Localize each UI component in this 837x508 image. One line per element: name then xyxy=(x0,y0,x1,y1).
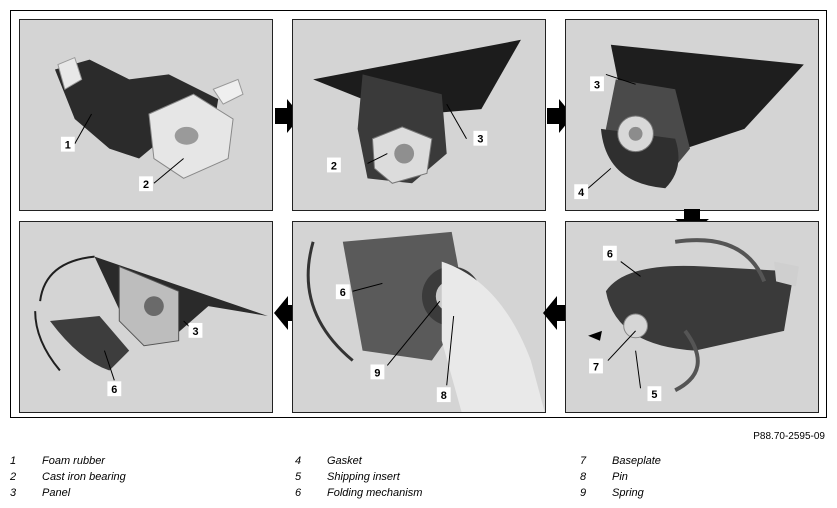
legend-label: Cast iron bearing xyxy=(42,471,126,483)
mirror-panel-with-bearing-illustration: 2 3 xyxy=(313,39,521,184)
legend-number: 2 xyxy=(10,471,17,483)
parts-legend: 1 Foam rubber 2 Cast iron bearing 3 Pane… xyxy=(10,455,827,505)
callout-label: 6 xyxy=(111,384,117,396)
callout-label: 8 xyxy=(441,390,447,402)
legend-label: Shipping insert xyxy=(327,471,400,483)
legend-label: Folding mechanism xyxy=(327,487,423,499)
legend-label: Gasket xyxy=(327,455,362,467)
callout-label: 6 xyxy=(607,249,613,261)
legend-label: Baseplate xyxy=(612,455,661,467)
callout-label: 4 xyxy=(578,187,584,199)
mirror-panel-with-gasket-illustration: 3 4 xyxy=(574,44,804,199)
legend-label: Foam rubber xyxy=(42,455,105,467)
legend-number: 3 xyxy=(10,487,17,499)
figure-frame: 1 2 2 3 xyxy=(10,10,827,418)
callout-label: 6 xyxy=(340,287,346,299)
photo-panel-3: 3 4 xyxy=(565,19,819,211)
callout-label: 3 xyxy=(594,79,600,91)
photo-panel-6: 6 7 5 xyxy=(565,221,819,413)
arrow-left-icon xyxy=(274,296,300,330)
photo-panel-2: 2 3 xyxy=(292,19,546,211)
legend-label: Pin xyxy=(612,471,628,483)
legend-number: 1 xyxy=(10,455,17,467)
arrow-left-icon xyxy=(543,296,569,330)
photo-panel-4: 3 6 xyxy=(19,221,273,413)
callout-label: 1 xyxy=(65,140,71,152)
callout-label: 3 xyxy=(192,326,198,338)
callout-label: 2 xyxy=(331,160,337,172)
baseplate-and-shipping-insert-illustration: 6 7 5 xyxy=(588,238,799,401)
legend-label: Spring xyxy=(612,487,644,499)
callout-label: 7 xyxy=(593,361,599,373)
legend-number: 9 xyxy=(580,487,587,499)
folding-mechanism-installed-illustration: 3 6 xyxy=(34,255,268,396)
spring-and-pin-illustration: 6 9 8 xyxy=(306,231,545,412)
legend-number: 5 xyxy=(295,471,302,483)
photo-panel-5: 6 9 8 xyxy=(292,221,546,413)
foam-and-bearing-illustration: 1 2 xyxy=(54,56,244,191)
photo-panel-1: 1 2 xyxy=(19,19,273,211)
callout-label: 3 xyxy=(477,134,483,146)
legend-number: 4 xyxy=(295,455,302,467)
arrow-right-icon xyxy=(275,99,301,133)
arrow-right-icon xyxy=(547,99,573,133)
legend-number: 6 xyxy=(295,487,302,499)
callout-label: 2 xyxy=(143,179,149,191)
figure-reference-code: P88.70-2595-09 xyxy=(753,431,825,442)
legend-label: Panel xyxy=(42,487,71,499)
legend-number: 7 xyxy=(580,455,587,467)
callout-label: 9 xyxy=(374,367,380,379)
legend-number: 8 xyxy=(580,471,587,483)
callout-label: 5 xyxy=(651,389,657,401)
